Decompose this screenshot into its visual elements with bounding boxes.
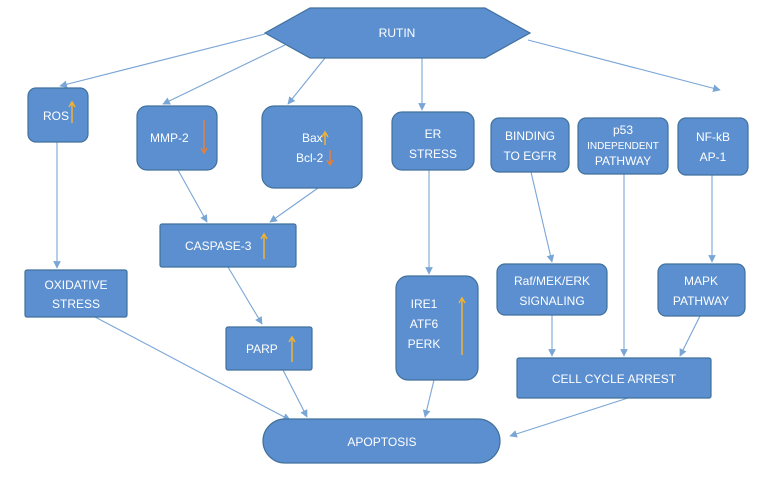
node-ire1: IRE1 ATF6 PERK bbox=[395, 275, 479, 381]
edge-oxidative-apoptosis bbox=[94, 316, 291, 421]
node-caspase3: CASPASE-3 bbox=[159, 223, 297, 268]
node-ire1-label-2: ATF6 bbox=[410, 317, 439, 331]
node-rutin: RUTIN bbox=[263, 7, 532, 59]
edge-ire1-apoptosis bbox=[422, 379, 435, 418]
down-arrow-icon bbox=[326, 150, 334, 167]
node-mmp2-label: MMP-2 bbox=[150, 131, 189, 145]
up-arrow-icon bbox=[321, 130, 329, 145]
node-mmp2: MMP-2 bbox=[136, 105, 218, 171]
edge-egfr-raf bbox=[530, 171, 555, 263]
node-mapk-label-1: MAPK bbox=[684, 274, 718, 288]
edge-bax-caspase bbox=[269, 187, 319, 223]
node-parp: PARP bbox=[225, 326, 313, 371]
node-p53-label-2: INDEPENDENT bbox=[587, 141, 659, 152]
node-bax-label: Bax bbox=[302, 131, 323, 145]
node-parp-label: PARP bbox=[246, 342, 278, 356]
edge-mapk-cellcycle bbox=[679, 315, 701, 357]
node-ire1-label-3: PERK bbox=[408, 337, 441, 351]
node-mapk-label-2: PATHWAY bbox=[673, 294, 729, 308]
node-cell-cycle-arrest: CELL CYCLE ARREST bbox=[516, 357, 712, 399]
node-bcl2-label: Bcl-2 bbox=[296, 151, 324, 165]
node-er-label-1: ER bbox=[425, 127, 442, 141]
node-nfkb: NF-kB AP-1 bbox=[677, 117, 749, 176]
node-apoptosis: APOPTOSIS bbox=[262, 418, 501, 464]
node-raf-label-1: Raf/MEK/ERK bbox=[514, 274, 590, 288]
node-oxidative-stress: OXIDATIVE STRESS bbox=[24, 269, 128, 318]
node-er-label-2: STRESS bbox=[409, 147, 457, 161]
node-p53-label-1: p53 bbox=[613, 123, 633, 137]
node-p53: p53 INDEPENDENT PATHWAY bbox=[577, 117, 669, 175]
node-nfkb-label-2: AP-1 bbox=[700, 150, 727, 164]
node-egfr-label-2: TO EGFR bbox=[503, 149, 556, 163]
edge-rutin-nfkb bbox=[527, 39, 721, 92]
edge-mmp2-caspase bbox=[177, 169, 208, 223]
up-arrow-icon bbox=[288, 335, 296, 362]
node-cell-cycle-label: CELL CYCLE ARREST bbox=[552, 372, 677, 386]
down-arrow-icon bbox=[200, 120, 208, 155]
up-arrow-icon bbox=[260, 232, 268, 259]
up-arrow-icon bbox=[68, 100, 76, 123]
node-caspase-label: CASPASE-3 bbox=[185, 239, 252, 253]
edge-rutin-ros bbox=[59, 33, 266, 89]
node-ros-label: ROS bbox=[43, 109, 69, 123]
edges bbox=[53, 33, 721, 438]
edge-caspase-parp bbox=[227, 266, 263, 325]
node-mapk: MAPK PATHWAY bbox=[657, 263, 746, 317]
node-bax-bcl2: Bax Bcl-2 bbox=[261, 105, 363, 189]
node-raf: Raf/MEK/ERK SIGNALING bbox=[496, 263, 608, 316]
edge-parp-apoptosis bbox=[282, 369, 308, 418]
node-raf-label-2: SIGNALING bbox=[519, 294, 584, 308]
node-rutin-label: RUTIN bbox=[379, 26, 416, 40]
node-egfr-label-1: BINDING bbox=[505, 129, 555, 143]
edge-rutin-bax bbox=[287, 57, 326, 105]
node-oxidative-label-2: STRESS bbox=[52, 297, 100, 311]
node-ros: ROS bbox=[27, 87, 89, 143]
up-arrow-icon bbox=[458, 296, 466, 355]
node-binding-egfr: BINDING TO EGFR bbox=[490, 117, 570, 173]
node-oxidative-label-1: OXIDATIVE bbox=[44, 278, 107, 292]
edge-cellcycle-apoptosis bbox=[509, 397, 629, 438]
node-nfkb-label-1: NF-kB bbox=[696, 130, 730, 144]
node-p53-label-3: PATHWAY bbox=[595, 154, 651, 168]
node-ire1-label-1: IRE1 bbox=[411, 297, 438, 311]
node-apoptosis-label: APOPTOSIS bbox=[347, 435, 416, 449]
edge-rutin-mmp2 bbox=[162, 44, 286, 105]
node-er-stress: ER STRESS bbox=[391, 111, 475, 171]
